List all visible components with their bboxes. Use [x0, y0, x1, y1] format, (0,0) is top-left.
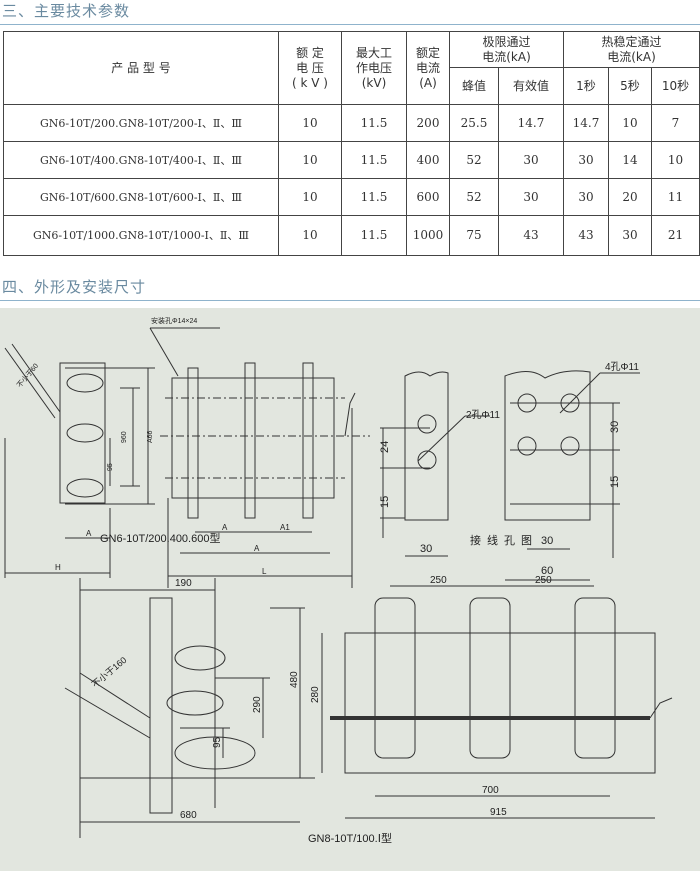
value-cell: 21	[651, 215, 700, 256]
dimension-label: A	[222, 523, 228, 532]
dimension-label: 280	[310, 686, 321, 703]
value-cell: 11	[651, 178, 700, 216]
value-cell: 14.7	[498, 104, 564, 142]
value-cell: 200	[406, 104, 450, 142]
header-limit-current: 极限通过电流(kA)	[449, 31, 564, 68]
value-cell: 30	[498, 141, 564, 179]
model-cell: GN6-10T/600.GN8-10T/600-Ⅰ、Ⅱ、Ⅲ	[3, 178, 279, 216]
value-cell: 10	[651, 141, 700, 179]
dimension-label: 2孔Φ11	[466, 409, 500, 421]
caption-terminal: 接线孔图	[470, 533, 538, 547]
dimension-label: 290	[252, 696, 263, 713]
value-cell: 11.5	[341, 215, 407, 256]
dimension-label: 30	[541, 535, 553, 547]
value-cell: 43	[563, 215, 609, 256]
dimension-label: 915	[490, 807, 507, 818]
dimension-label: 95	[212, 736, 223, 748]
value-cell: 75	[449, 215, 499, 256]
value-cell: 25.5	[449, 104, 499, 142]
gn8-front-view-drawing	[321, 585, 673, 819]
dimension-label: A	[86, 529, 92, 538]
dimension-label: L	[262, 567, 267, 576]
dimension-label: 60	[541, 565, 553, 577]
dimension-label: 95	[107, 463, 114, 471]
side-view-drawing	[4, 343, 155, 578]
dimension-label: A	[254, 544, 260, 553]
value-cell: 1000	[406, 215, 450, 256]
terminal-hole-drawing	[380, 370, 640, 581]
dimension-label: H	[55, 563, 61, 572]
dimension-label: 960	[121, 431, 128, 443]
value-cell: 52	[449, 141, 499, 179]
dimension-label: 30	[420, 543, 432, 555]
dimension-label: 24	[379, 441, 391, 453]
value-cell: 20	[608, 178, 652, 216]
front-view-drawing	[149, 327, 370, 588]
gn8-side-view-drawing	[64, 578, 315, 838]
model-cell: GN6-10T/400.GN8-10T/400-Ⅰ、Ⅱ、Ⅲ	[3, 141, 279, 179]
caption-gn8: GN8-10T/100.Ⅰ型	[308, 831, 392, 845]
value-cell: 14.7	[563, 104, 609, 142]
header-model: 产 品 型 号	[3, 31, 279, 105]
dimension-label: 480	[289, 671, 300, 688]
model-cell: GN6-10T/1000.GN8-10T/1000-Ⅰ、Ⅱ、Ⅲ	[3, 215, 279, 256]
section-title-dimensions: 四、外形及安装尺寸	[2, 278, 147, 296]
mounting-hole-label: 安装孔Φ14×24	[151, 316, 197, 325]
dimension-label: 4孔Φ11	[605, 361, 639, 373]
value-cell: 30	[563, 141, 609, 179]
dimension-label: 15	[379, 496, 391, 508]
dimension-label: 250	[430, 575, 447, 586]
header-rms: 有效值	[498, 67, 564, 105]
value-cell: 400	[406, 141, 450, 179]
header-10s: 10秒	[651, 67, 700, 105]
header-5s: 5秒	[608, 67, 652, 105]
header-thermal-current: 热稳定通过电流(kA)	[563, 31, 700, 68]
divider	[0, 300, 700, 301]
dimension-label: A66	[147, 430, 154, 443]
dimension-label: 680	[180, 810, 197, 821]
value-cell: 30	[608, 215, 652, 256]
value-cell: 43	[498, 215, 564, 256]
value-cell: 30	[498, 178, 564, 216]
value-cell: 52	[449, 178, 499, 216]
dimension-label: 190	[175, 578, 192, 589]
dimension-label: A1	[280, 523, 290, 532]
value-cell: 11.5	[341, 178, 407, 216]
dimension-label: 30	[609, 421, 621, 433]
value-cell: 7	[651, 104, 700, 142]
dimension-label: 15	[609, 476, 621, 488]
value-cell: 30	[563, 178, 609, 216]
parameters-table: 产 品 型 号 额 定电 压( k V ) 最大工作电压(kV) 额定电流(A)…	[3, 31, 700, 256]
model-cell: GN6-10T/200.GN8-10T/200-Ⅰ、Ⅱ、Ⅲ	[3, 104, 279, 142]
value-cell: 10	[278, 215, 342, 256]
header-1s: 1秒	[563, 67, 609, 105]
section-title-parameters: 三、主要技术参数	[2, 2, 131, 20]
dimension-label: 250	[535, 575, 552, 586]
header-rated-current: 额定电流(A)	[406, 31, 450, 105]
value-cell: 11.5	[341, 141, 407, 179]
dimension-label: 700	[482, 785, 499, 796]
divider	[0, 24, 700, 25]
value-cell: 11.5	[341, 104, 407, 142]
dimension-label: 不小于160	[90, 655, 129, 690]
header-max-voltage: 最大工作电压(kV)	[341, 31, 407, 105]
header-rated-voltage: 额 定电 压( k V )	[278, 31, 342, 105]
value-cell: 600	[406, 178, 450, 216]
caption-gn6: GN6-10T/200.400.600型	[100, 531, 220, 545]
value-cell: 10	[278, 178, 342, 216]
value-cell: 10	[278, 141, 342, 179]
value-cell: 10	[278, 104, 342, 142]
value-cell: 14	[608, 141, 652, 179]
header-peak: 蜂值	[449, 67, 499, 105]
dimension-drawings: 安装孔Φ14×24 不小于60 960 A66 95 A H A A1 A L …	[0, 308, 700, 871]
value-cell: 10	[608, 104, 652, 142]
